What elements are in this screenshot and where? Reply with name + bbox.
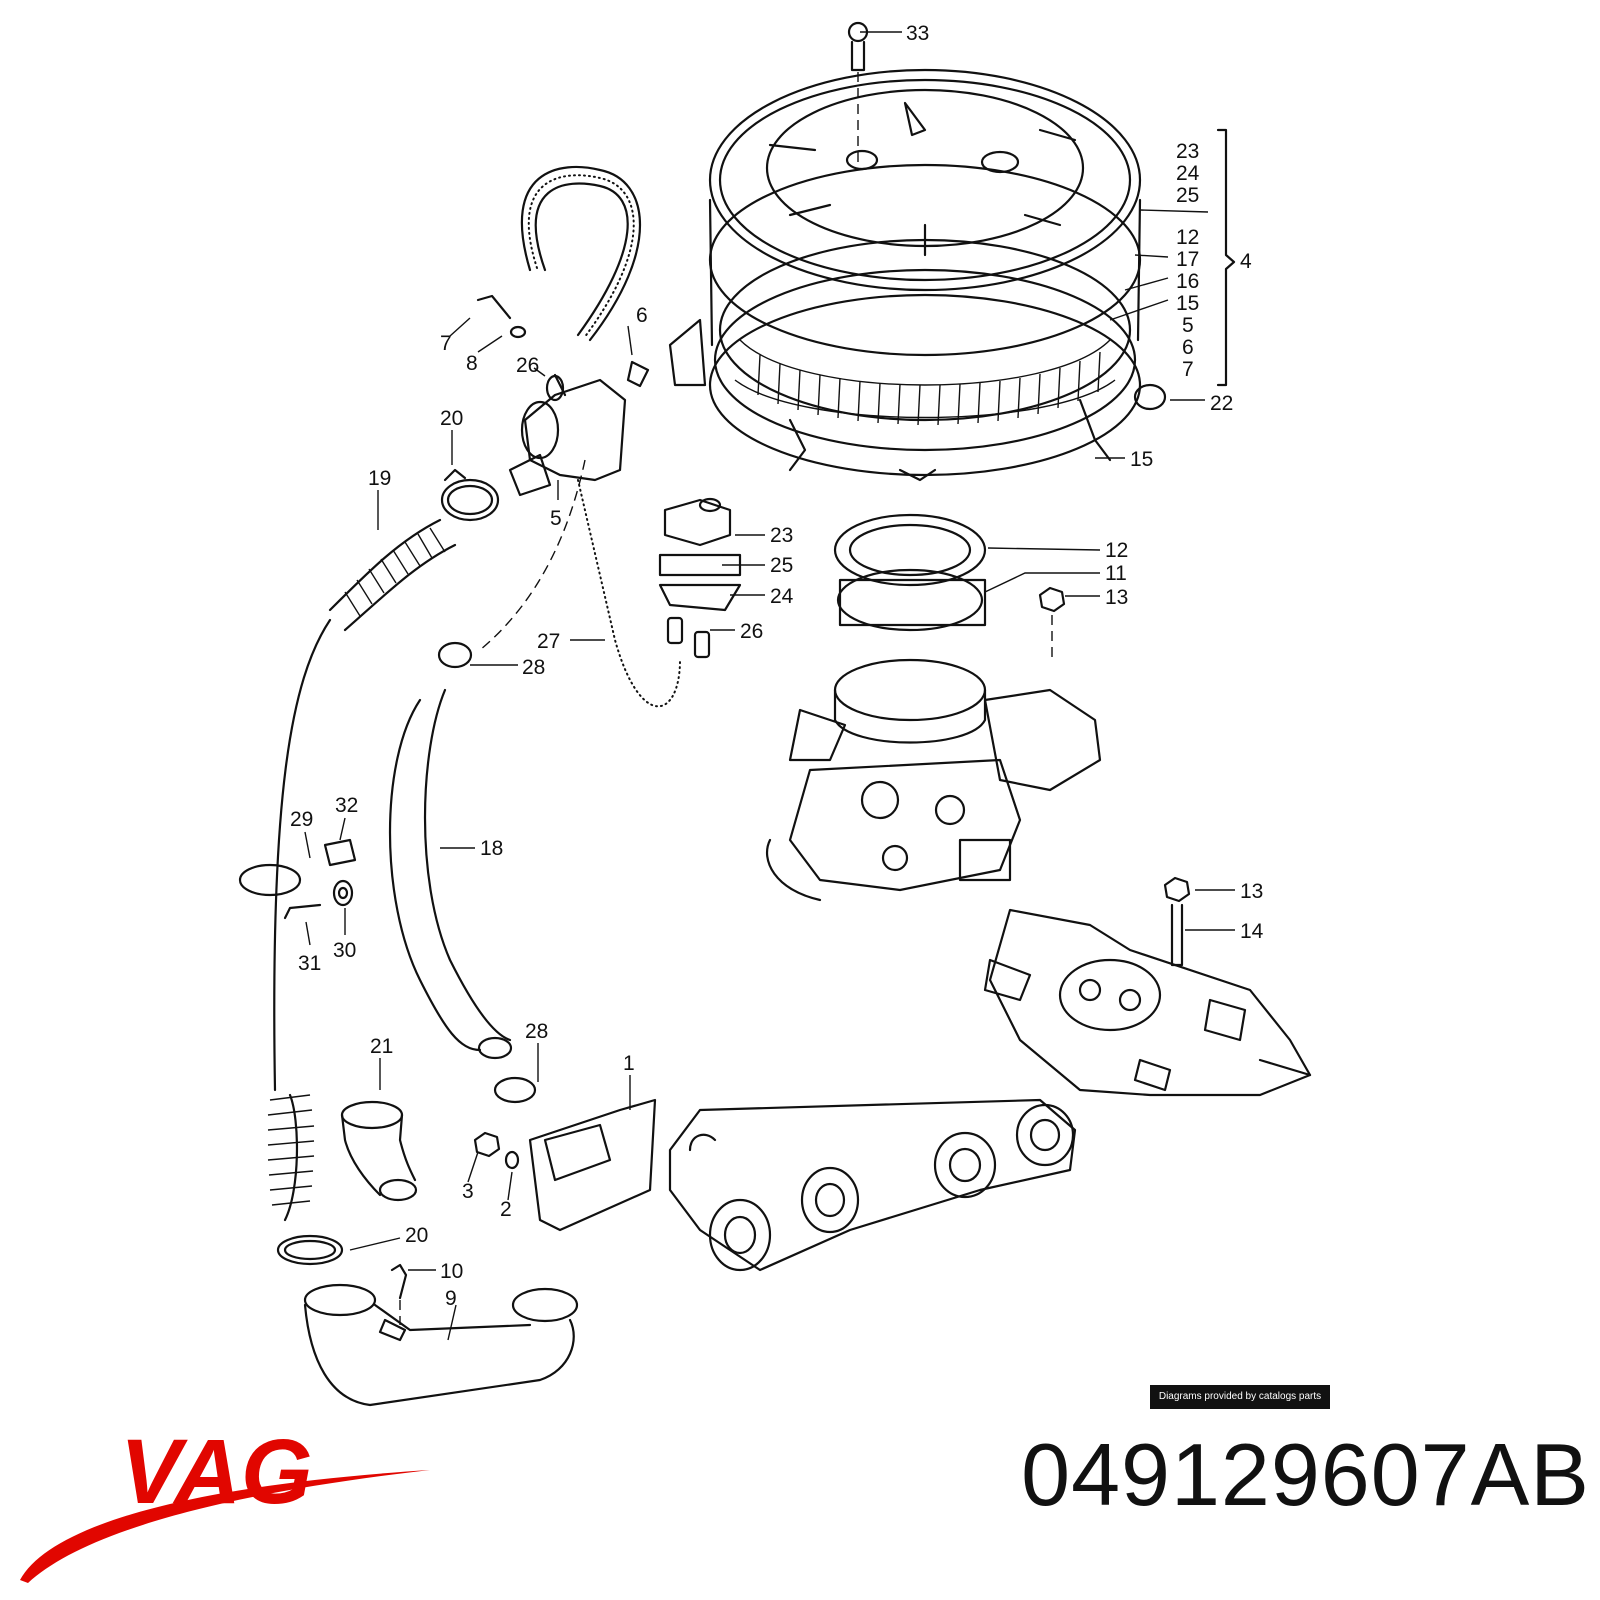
callout-23-legend: 23 (1176, 140, 1199, 163)
screw-33 (847, 21, 869, 165)
intake-manifold (668, 1098, 1077, 1272)
screw-7 (476, 294, 527, 339)
callout-31: 31 (298, 952, 321, 975)
carburetor-upper (765, 658, 1102, 902)
callout-7: 7 (440, 332, 452, 355)
callout-11: 11 (1105, 562, 1127, 585)
callout-20-top: 20 (440, 407, 463, 430)
screw-10 (390, 1263, 408, 1325)
adapter-21 (340, 1100, 418, 1202)
callout-15: 15 (1130, 448, 1153, 471)
callout-13-bottom: 13 (1240, 880, 1263, 903)
clip-6 (626, 360, 650, 388)
part-number: 049129607AB (1021, 1425, 1590, 1524)
credit-badge: Diagrams provided by catalogs parts (1150, 1385, 1330, 1409)
callout-24: 24 (770, 585, 794, 608)
callout-20-bottom: 20 (405, 1224, 428, 1247)
callout-12-legend: 12 (1176, 226, 1199, 249)
callout-6: 6 (636, 304, 648, 327)
callout-19: 19 (368, 467, 391, 490)
clamp-28-upper (437, 641, 473, 669)
nut-13 (1038, 586, 1066, 660)
callout-27: 27 (537, 630, 560, 653)
flange-11 (836, 568, 987, 632)
callout-3: 3 (462, 1180, 474, 1203)
nut-3 (473, 1131, 501, 1158)
vag-logo: VAG (20, 1421, 430, 1583)
vacuum-line-27 (479, 459, 681, 708)
callout-29: 29 (290, 808, 313, 831)
callout-22: 22 (1210, 392, 1233, 415)
heat-shield-1 (528, 1098, 657, 1232)
washer-30 (332, 879, 354, 907)
callout-21: 21 (370, 1035, 393, 1058)
callout-32: 32 (335, 794, 358, 817)
air-cleaner-housing (668, 68, 1142, 482)
callout-8: 8 (466, 352, 478, 375)
clamp-28-lower (493, 1076, 537, 1104)
gasket-12 (833, 513, 987, 587)
logo-swoosh (20, 1470, 430, 1583)
callout-labels: 33 23 24 25 12 17 16 15 5 6 7 4 22 15 7 … (290, 22, 1264, 1310)
leader-lines (304, 31, 1235, 1341)
callout-33: 33 (906, 22, 929, 45)
callout-18: 18 (480, 837, 503, 860)
hose-clip-29 (238, 863, 302, 897)
hose-clamp-20-lower (276, 1234, 344, 1266)
carburetor-lower (983, 908, 1312, 1097)
callout-25-legend: 25 (1176, 184, 1199, 207)
callout-17-legend: 17 (1176, 248, 1199, 271)
callout-6-legend: 6 (1182, 336, 1194, 359)
callout-28-top: 28 (522, 656, 545, 679)
hose-18 (388, 688, 513, 1060)
callout-15-legend: 15 (1176, 292, 1199, 315)
callout-26-top: 26 (516, 354, 539, 377)
screw-31 (283, 903, 322, 920)
callout-7-legend: 7 (1182, 358, 1194, 381)
vacuum-hose-loop (520, 165, 642, 342)
callout-9: 9 (445, 1287, 457, 1310)
callout-16-legend: 16 (1176, 270, 1199, 293)
callout-30: 30 (333, 939, 356, 962)
callout-4-assembly: 4 (1240, 250, 1252, 273)
corrugated-hose-19 (267, 518, 457, 1222)
callout-25: 25 (770, 554, 793, 577)
callout-13-top: 13 (1105, 586, 1128, 609)
callout-5: 5 (550, 507, 562, 530)
bracket-parts-23-25-24 (658, 497, 742, 659)
callout-1: 1 (623, 1052, 635, 1075)
callout-28-bottom: 28 (525, 1020, 548, 1043)
clip-32 (323, 838, 357, 867)
callout-24-legend: 24 (1176, 162, 1200, 185)
callout-5-legend: 5 (1182, 314, 1194, 337)
hose-clamp-20 (440, 468, 500, 522)
stud-14 (1163, 876, 1191, 967)
legend-bracket (1216, 128, 1236, 387)
callout-23: 23 (770, 524, 793, 547)
washer-2 (504, 1150, 520, 1170)
callout-26: 26 (740, 620, 763, 643)
cap-22 (1133, 383, 1167, 411)
callout-12: 12 (1105, 539, 1128, 562)
thermo-valve-5 (508, 373, 627, 497)
logo-text: VAG (120, 1421, 313, 1523)
callout-14: 14 (1240, 920, 1264, 943)
callout-10: 10 (440, 1260, 463, 1283)
elbow-pipe-9 (303, 1283, 579, 1407)
callout-2: 2 (500, 1198, 512, 1221)
